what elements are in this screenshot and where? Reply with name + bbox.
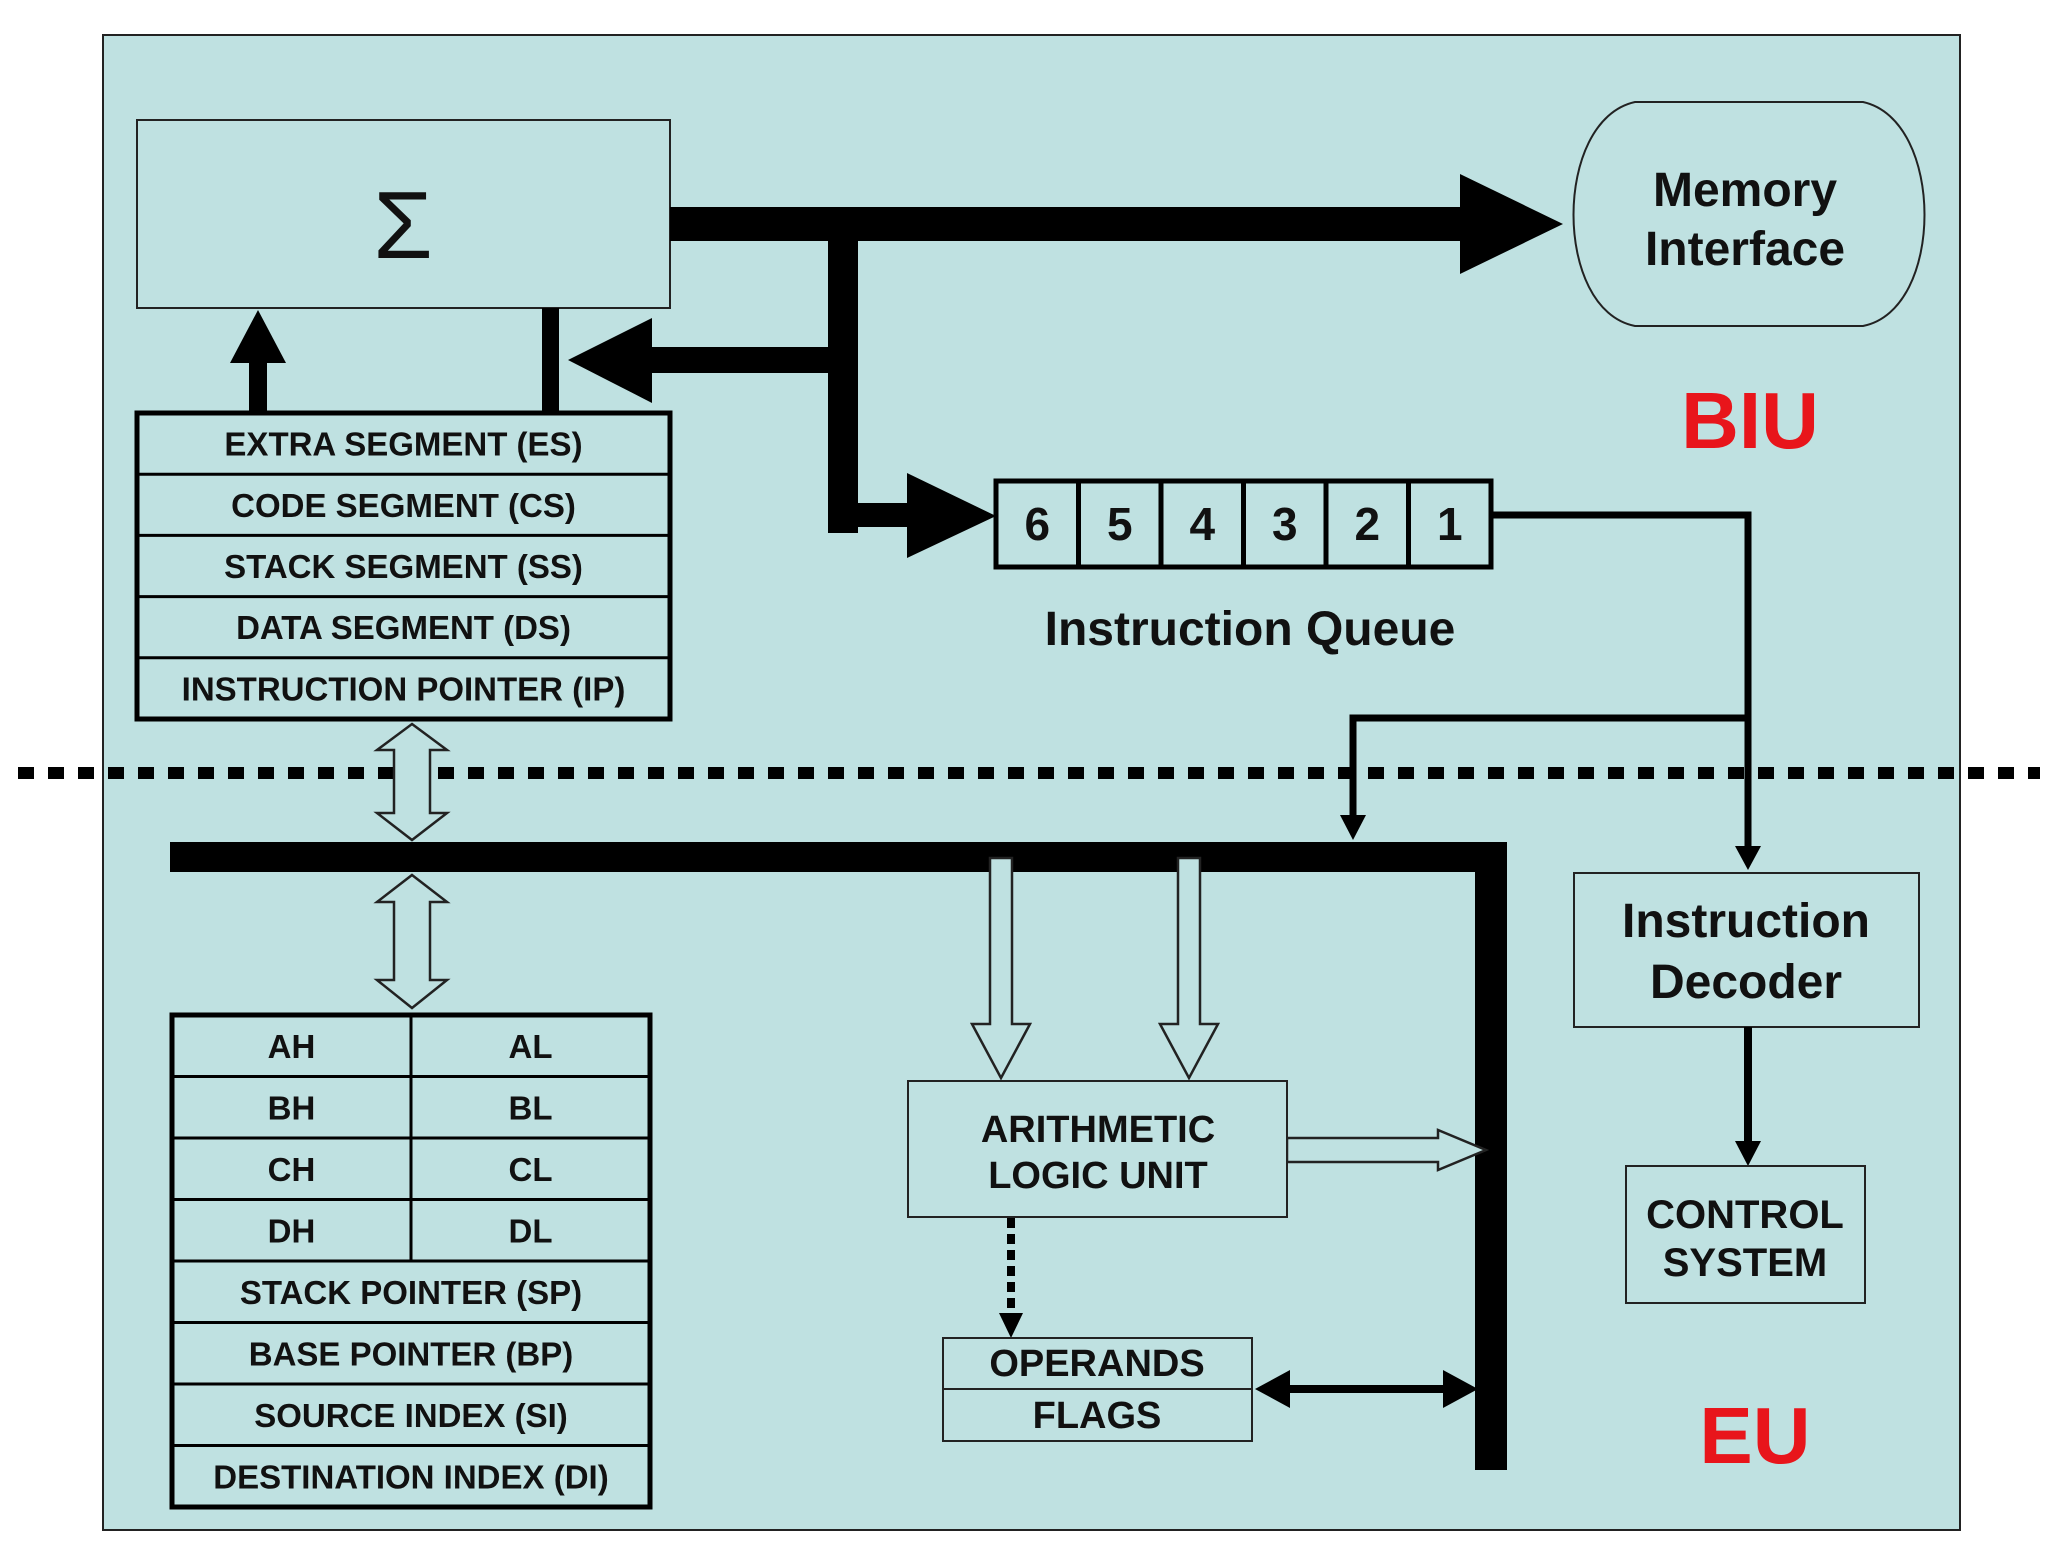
- queue-to-decoder-arrowhead: [1735, 846, 1761, 870]
- segments-to-sigma-arrowhead: [230, 310, 286, 363]
- register-low-label: DL: [509, 1212, 553, 1249]
- queue-cell-number: 2: [1354, 498, 1380, 550]
- decoder-to-control-arrowhead: [1735, 1141, 1761, 1166]
- pointer-register-label: SOURCE INDEX (SI): [254, 1397, 568, 1434]
- pointer-register-label: STACK POINTER (SP): [240, 1274, 582, 1311]
- operands-bus-arrowhead-right: [1443, 1370, 1478, 1408]
- register-low-label: AL: [509, 1028, 553, 1065]
- alu-to-bus-arrow: [1285, 1128, 1490, 1172]
- bus-registers-double-arrow: [373, 873, 451, 1010]
- internal-bus-vertical: [1475, 842, 1507, 1470]
- branch-to-segments-arrowhead: [568, 318, 652, 403]
- branch-to-queue: [855, 503, 917, 527]
- queue-to-bus-line: [1349, 714, 1748, 818]
- segment-register-table: EXTRA SEGMENT (ES) CODE SEGMENT (CS) STACK…: [134, 410, 673, 722]
- queue-cell: [1241, 478, 1329, 570]
- instruction-decoder-line2: Decoder: [1650, 956, 1842, 1009]
- segment-register-label: EXTRA SEGMENT (ES): [224, 426, 582, 463]
- segment-register-table-border: [134, 410, 673, 722]
- alu-box: [907, 1080, 1288, 1218]
- bus-to-alu-arrow-right: [1157, 856, 1221, 1081]
- sigma-to-segments-line: [542, 308, 559, 414]
- instruction-queue: 6 5 4 3 2 1: [993, 478, 1494, 570]
- segment-register-label: STACK SEGMENT (SS): [224, 548, 583, 585]
- segments-bus-double-arrow: [373, 722, 451, 842]
- branch-to-queue-arrowhead: [907, 473, 996, 558]
- general-register-table: AH AL BH BL CH CL DH DL STACK POINTER (SP) BASE P…: [169, 1012, 653, 1510]
- memory-bus: [670, 207, 1466, 241]
- segment-register-label: DATA SEGMENT (DS): [236, 609, 571, 646]
- flags-label: FLAGS: [1033, 1395, 1162, 1437]
- segment-register-label: INSTRUCTION POINTER (IP): [182, 670, 626, 707]
- memory-interface-line1: Memory: [1653, 164, 1837, 217]
- register-high-label: AH: [268, 1028, 316, 1065]
- operands-bus-arrowhead-left: [1255, 1370, 1290, 1408]
- queue-to-decoder-line: [1489, 511, 1752, 850]
- bus-branch-vertical: [828, 238, 858, 533]
- pointer-register-label: BASE POINTER (BP): [249, 1335, 574, 1372]
- internal-bus-horizontal: [170, 842, 1507, 872]
- queue-to-bus-arrowhead: [1340, 815, 1366, 840]
- control-system-box: [1625, 1165, 1866, 1304]
- alu-line2: LOGIC UNIT: [988, 1155, 1208, 1197]
- queue-cell-number: 6: [1024, 498, 1050, 550]
- memory-interface-line2: Interface: [1645, 223, 1845, 276]
- control-system-line1: CONTROL: [1646, 1193, 1844, 1237]
- queue-cell-number: 1: [1437, 498, 1463, 550]
- segment-register-label: CODE SEGMENT (CS): [231, 487, 576, 524]
- bus-to-alu-arrow-left: [969, 856, 1033, 1081]
- biu-label: BIU: [1681, 376, 1819, 465]
- memory-interface-shape: [1572, 101, 1926, 327]
- queue-cell-number: 3: [1272, 498, 1298, 550]
- eu-label: EU: [1699, 1391, 1810, 1480]
- instruction-decoder-box: [1573, 872, 1920, 1028]
- register-high-label: BH: [268, 1089, 316, 1126]
- pointer-register-label: DESTINATION INDEX (DI): [213, 1458, 608, 1495]
- instruction-queue-caption: Instruction Queue: [1045, 603, 1456, 656]
- sigma-symbol: Σ: [373, 172, 432, 279]
- instruction-decoder-line1: Instruction: [1622, 895, 1870, 948]
- register-high-label: DH: [268, 1212, 316, 1249]
- queue-cell: [1076, 478, 1164, 570]
- control-system-line2: SYSTEM: [1663, 1241, 1827, 1285]
- sigma-adder-box: [136, 119, 671, 309]
- queue-cell: [1406, 478, 1494, 570]
- alu-to-operands-arrowhead: [999, 1313, 1023, 1338]
- register-low-label: CL: [509, 1151, 553, 1188]
- register-high-label: CH: [268, 1151, 316, 1188]
- memory-bus-arrowhead: [1460, 174, 1563, 274]
- queue-cell: [1323, 478, 1411, 570]
- queue-cell-number: 4: [1189, 498, 1215, 550]
- branch-to-segments: [650, 347, 830, 373]
- alu-line1: ARITHMETIC: [981, 1109, 1215, 1151]
- operands-label: OPERANDS: [989, 1343, 1204, 1385]
- queue-cell-number: 5: [1107, 498, 1133, 550]
- register-low-label: BL: [509, 1089, 553, 1126]
- segments-to-sigma-shaft: [249, 352, 267, 414]
